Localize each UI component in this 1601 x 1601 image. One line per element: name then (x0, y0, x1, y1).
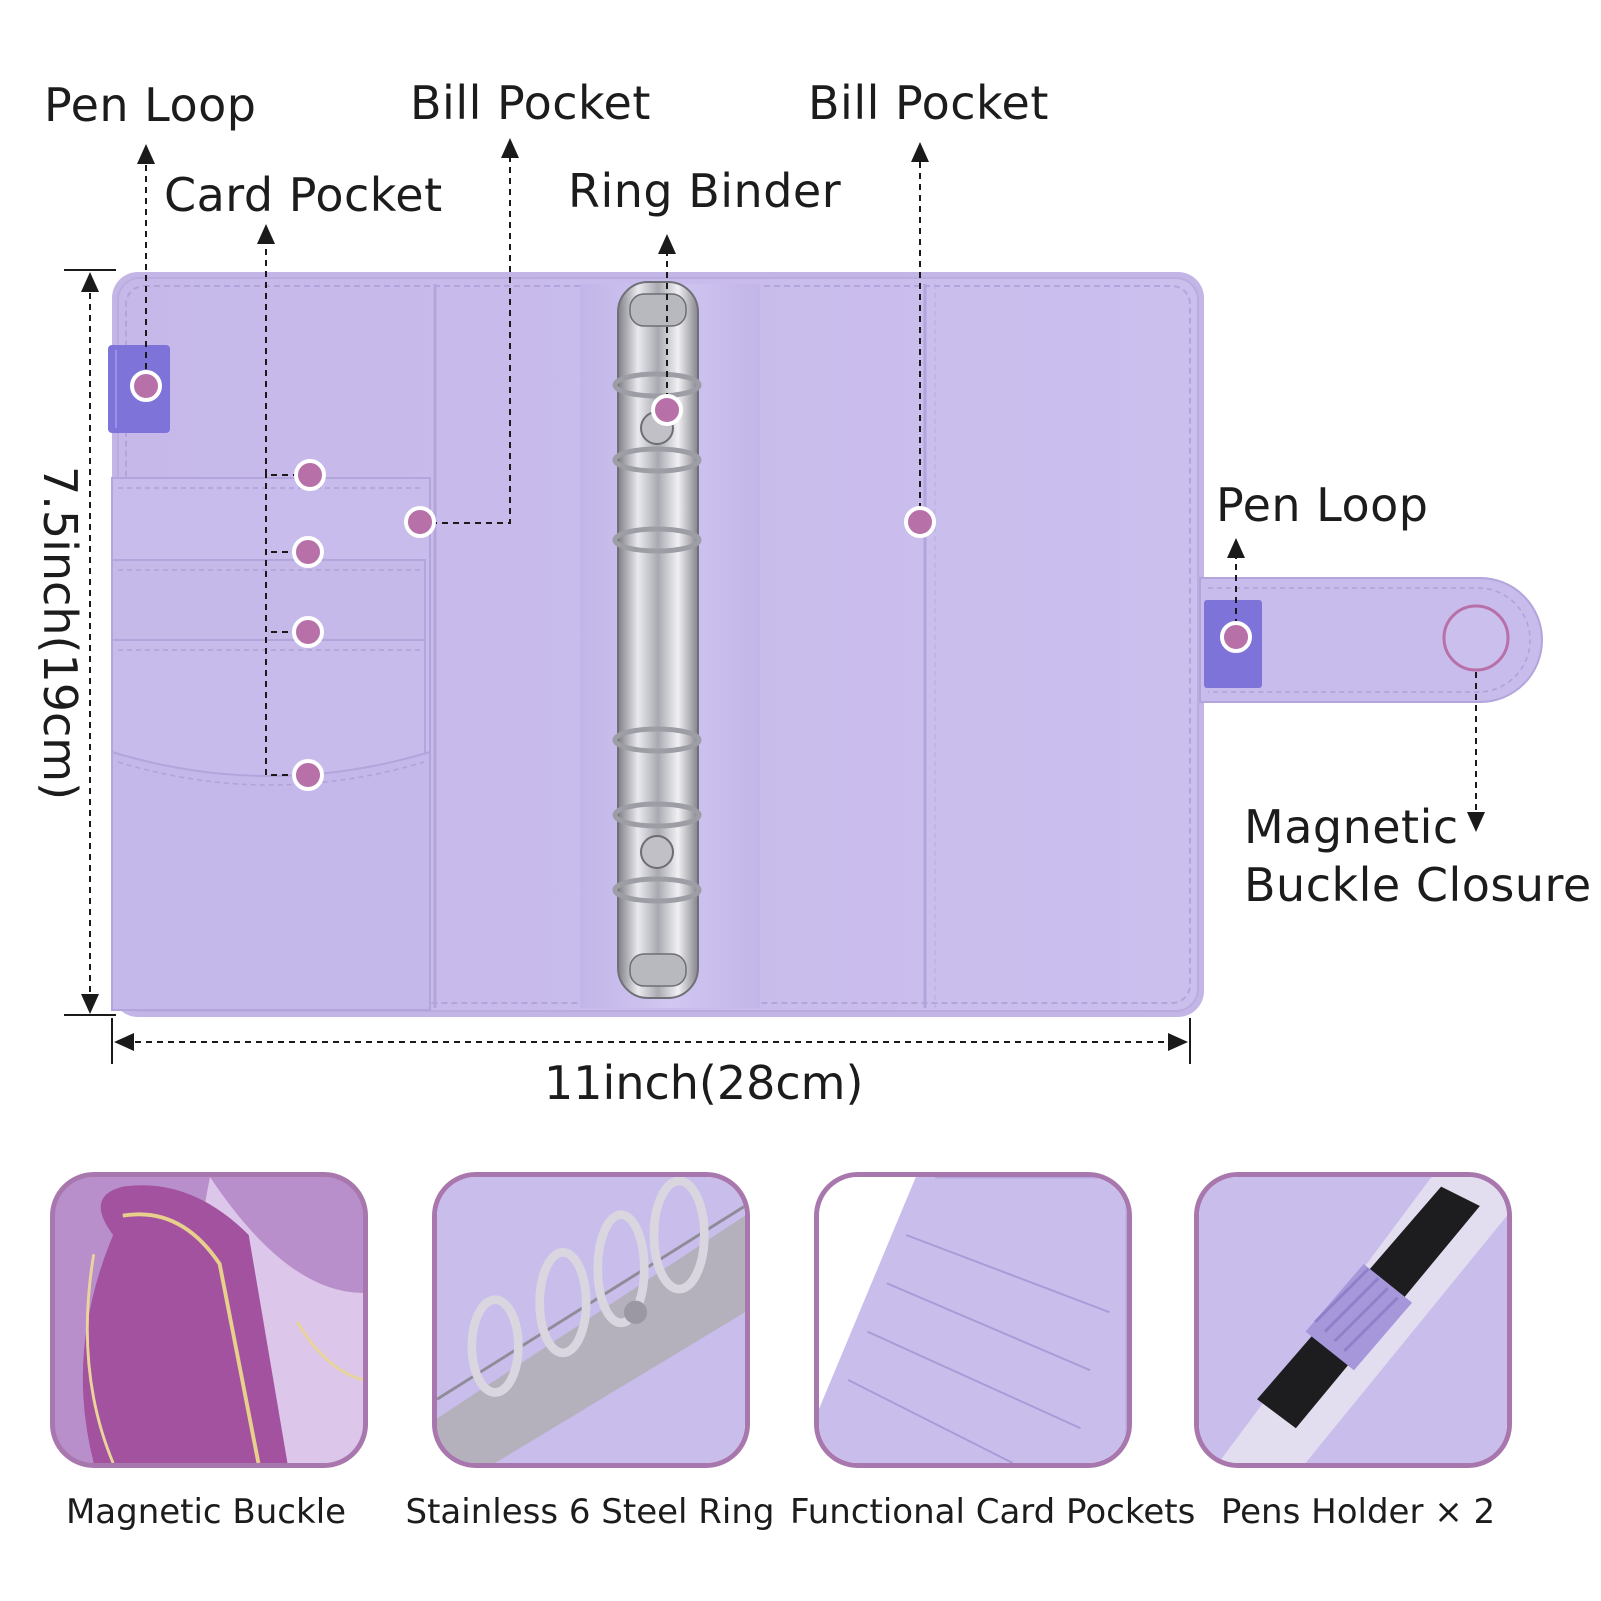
thumb-steel-ring (432, 1172, 750, 1468)
binder-ring (612, 371, 702, 399)
callout-bill-pocket-left: Bill Pocket (410, 76, 651, 130)
width-dimension-line (111, 1018, 1191, 1064)
callout-magnetic-line2: Buckle Closure (1244, 858, 1592, 912)
callout-marker-dot (404, 506, 436, 538)
callout-marker-dot (651, 394, 683, 426)
caption-magnetic-buckle: Magnetic Buckle (65, 1492, 347, 1532)
callout-card-pocket: Card Pocket (164, 168, 443, 222)
ring-mechanism (617, 281, 699, 999)
binder-rings (612, 371, 702, 904)
callout-marker-dot (292, 536, 324, 568)
caption-steel-ring: Stainless 6 Steel Ring (405, 1492, 775, 1532)
caption-pen-holder: Pens Holder × 2 (1220, 1492, 1496, 1532)
binder-ring (612, 446, 702, 474)
callout-ring-binder: Ring Binder (568, 164, 842, 218)
height-dimension-label: 7.5inch(19cm) (33, 465, 87, 801)
callout-marker-dot (292, 759, 324, 791)
magnetic-snap (1442, 604, 1510, 672)
callout-magnetic-line1: Magnetic (1244, 800, 1459, 854)
callout-bill-pocket-right: Bill Pocket (808, 76, 1049, 130)
thumb-pen-holder (1194, 1172, 1512, 1468)
callout-marker-dot (294, 459, 326, 491)
binder-ring (612, 876, 702, 904)
binder-ring (612, 801, 702, 829)
width-dimension-label: 11inch(28cm) (544, 1056, 864, 1110)
binder-body (111, 272, 1204, 1017)
binder-ring (612, 526, 702, 554)
binder-ring (612, 726, 702, 754)
caption-card-pockets: Functional Card Pockets (790, 1492, 1196, 1532)
thumb-card-pockets (814, 1172, 1132, 1468)
height-dimension-line (64, 269, 116, 1016)
callout-markers (130, 370, 1252, 791)
thumb-magnetic-buckle (50, 1172, 368, 1468)
callout-pen-loop-right: Pen Loop (1216, 478, 1429, 532)
callout-pen-loop-left: Pen Loop (44, 78, 257, 132)
callout-marker-dot (1220, 621, 1252, 653)
callout-arrowheads (137, 138, 1485, 832)
callout-marker-dot (130, 370, 162, 402)
callout-marker-dot (904, 506, 936, 538)
callout-marker-dot (292, 616, 324, 648)
